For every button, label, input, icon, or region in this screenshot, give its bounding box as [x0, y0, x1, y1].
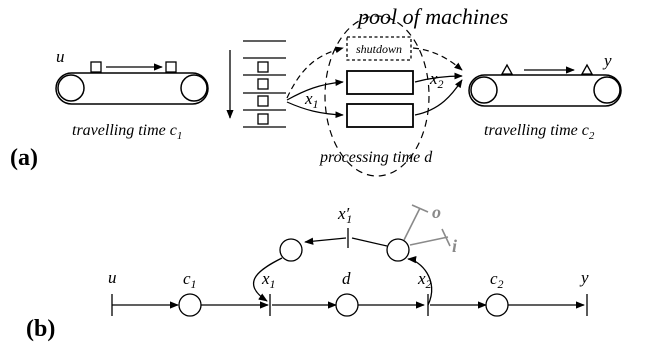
queue — [226, 40, 286, 128]
label-x1-prime: x′1 — [337, 204, 352, 226]
edge-loop-to-x1p — [351, 237, 388, 247]
arrow-to-shutdown — [286, 46, 344, 99]
caption-travel-1: travelling time c1 — [72, 122, 182, 142]
queued-item — [257, 113, 269, 125]
pool-ellipse — [324, 15, 430, 177]
product-triangle — [580, 63, 594, 75]
product-triangle — [500, 63, 514, 75]
label-x2: x2 — [429, 69, 444, 91]
process-c1 — [178, 293, 202, 317]
output-y: y — [602, 51, 612, 70]
panel-a: pool of machines u — [10, 4, 622, 177]
process-loop-left — [279, 238, 303, 262]
port-i-tick — [441, 228, 451, 247]
roller — [470, 76, 498, 104]
edge-x1p-loop — [304, 237, 347, 245]
label-x2: x2 — [417, 269, 432, 291]
panel-label-b: (b) — [26, 316, 55, 342]
item-square — [165, 61, 177, 73]
label-d: d — [342, 269, 351, 288]
queued-item — [257, 95, 269, 107]
label-x1: x1 — [304, 89, 319, 111]
queued-item — [257, 78, 269, 90]
port-i-line — [409, 236, 449, 246]
queued-item — [257, 61, 269, 73]
process-loop-right — [386, 238, 410, 262]
label-x1: x1 — [261, 269, 276, 291]
panel-b: o i u c1 x1 d x2 c2 y x′1 (b) — [26, 202, 589, 342]
label-u: u — [108, 268, 117, 287]
input-u: u — [56, 47, 65, 66]
machine-shutdown — [346, 36, 412, 61]
arrow-to-machine-3 — [286, 101, 344, 119]
machine-3 — [346, 103, 414, 128]
caption-processing: processing time d — [319, 149, 433, 166]
right-conveyor — [468, 63, 622, 107]
panel-label-a: (a) — [10, 145, 38, 171]
left-conveyor — [55, 61, 209, 105]
shutdown-label: shutdown — [356, 42, 402, 56]
arrow-from-shutdown — [412, 47, 463, 71]
process-d — [335, 293, 359, 317]
label-y: y — [579, 268, 589, 287]
port-o-line — [403, 207, 421, 241]
item-square — [90, 61, 102, 73]
label-o: o — [432, 202, 441, 222]
process-c2 — [485, 293, 509, 317]
port-o-tick — [411, 204, 429, 213]
edge-x2-loop — [407, 256, 433, 306]
roller — [593, 76, 621, 104]
label-c2: c2 — [490, 269, 504, 291]
arrow-from-machine-2 — [414, 72, 463, 83]
arrow-to-machine-2 — [286, 79, 344, 101]
arrow-from-machine-3 — [414, 79, 463, 116]
roller — [180, 74, 208, 102]
label-c1: c1 — [183, 269, 197, 291]
machine-2 — [346, 70, 414, 95]
caption-travel-2: travelling time c2 — [484, 122, 595, 142]
label-i: i — [452, 236, 457, 256]
edge-loop-to-x1 — [253, 257, 283, 302]
roller — [57, 74, 85, 102]
